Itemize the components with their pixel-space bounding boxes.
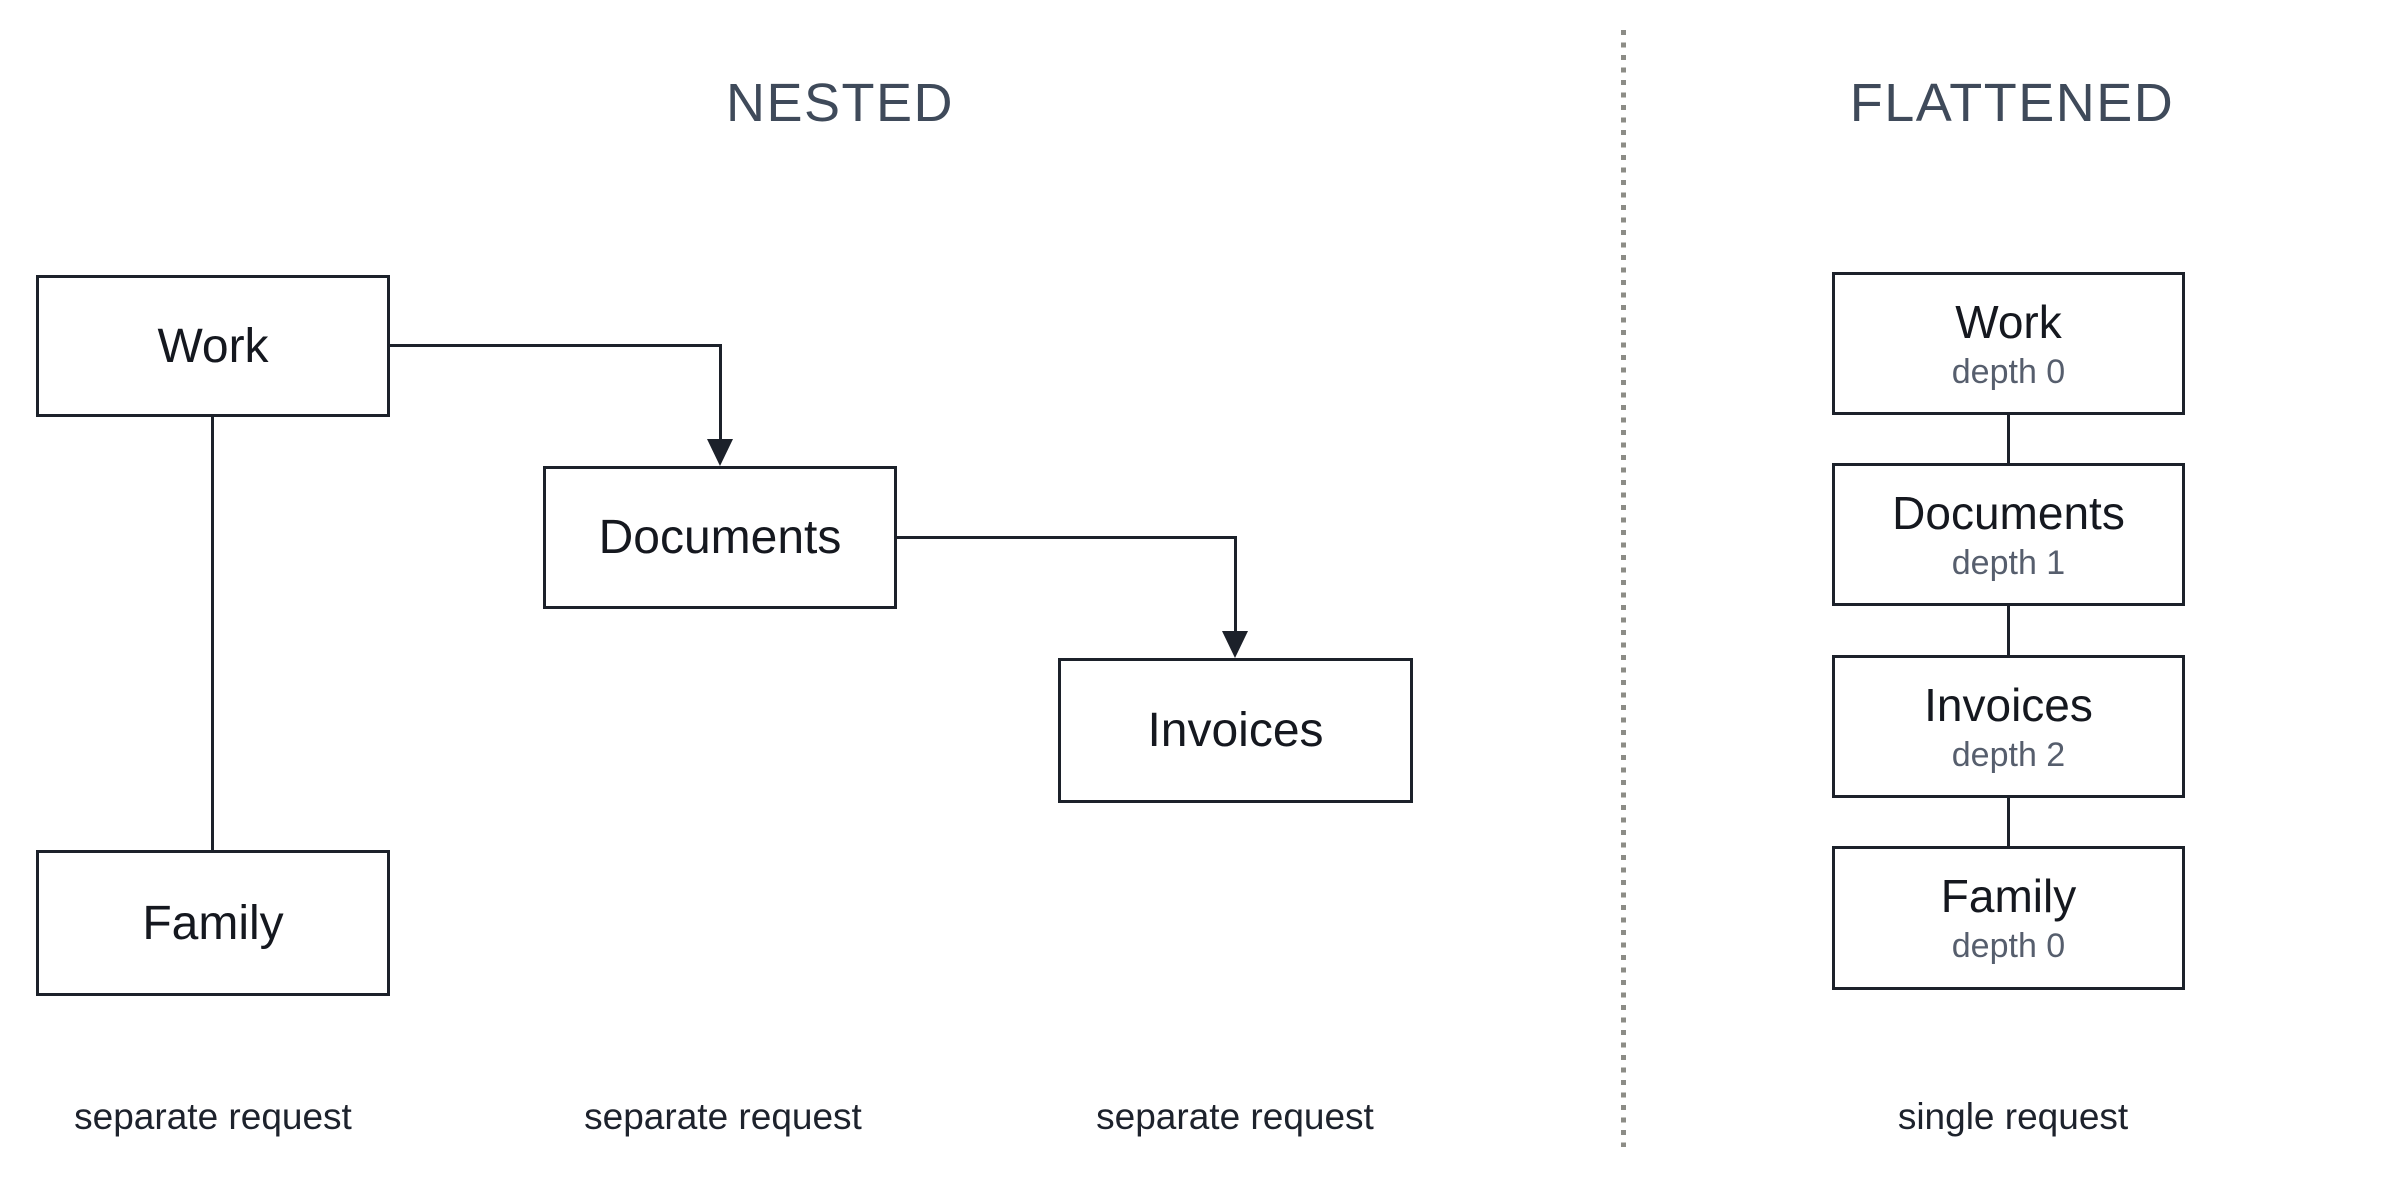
- flattened-node-family: Family depth 0: [1832, 846, 2185, 990]
- flattened-node-invoices-depth: depth 2: [1951, 735, 2066, 774]
- nested-node-documents-label: Documents: [598, 511, 842, 564]
- caption-separate-request-2: separate request: [584, 1096, 862, 1137]
- nested-node-invoices: Invoices: [1058, 658, 1413, 803]
- nested-node-invoices-label: Invoices: [1147, 704, 1324, 757]
- connector-work-documents-vertical: [719, 344, 722, 440]
- flattened-node-documents-label: Documents: [1892, 486, 2125, 539]
- connector-flattened-1: [2007, 415, 2010, 463]
- nested-title: NESTED: [725, 73, 955, 133]
- flattened-node-work: Work depth 0: [1832, 272, 2185, 415]
- connector-flattened-2: [2007, 606, 2010, 655]
- connector-documents-invoices-vertical: [1234, 536, 1237, 632]
- flattened-node-invoices-label: Invoices: [1924, 678, 2093, 731]
- arrowhead-down-documents-icon: [707, 439, 733, 466]
- caption-separate-request-3: separate request: [1096, 1096, 1374, 1137]
- connector-work-family: [211, 417, 214, 850]
- arrowhead-down-invoices-icon: [1222, 631, 1248, 658]
- flattened-node-invoices: Invoices depth 2: [1832, 655, 2185, 798]
- connector-documents-invoices-horizontal: [897, 536, 1237, 539]
- flattened-node-documents: Documents depth 1: [1832, 463, 2185, 606]
- flattened-title: FLATTENED: [1849, 73, 2175, 133]
- nested-node-documents: Documents: [543, 466, 897, 609]
- section-divider-dotted-line: [1621, 30, 1626, 1147]
- flattened-node-work-label: Work: [1955, 295, 2062, 348]
- caption-separate-request-1: separate request: [74, 1096, 352, 1137]
- caption-single-request: single request: [1897, 1096, 2129, 1137]
- connector-flattened-3: [2007, 798, 2010, 846]
- nested-node-work-label: Work: [157, 319, 269, 373]
- nested-node-family-label: Family: [142, 896, 284, 950]
- nested-node-work: Work: [36, 275, 390, 417]
- flattened-node-family-label: Family: [1940, 870, 2077, 922]
- flattened-node-work-depth: depth 0: [1951, 352, 2066, 391]
- flattened-node-documents-depth: depth 1: [1951, 543, 2066, 582]
- flattened-node-family-depth: depth 0: [1951, 927, 2066, 965]
- nested-node-family: Family: [36, 850, 390, 996]
- connector-work-documents-horizontal: [390, 344, 722, 347]
